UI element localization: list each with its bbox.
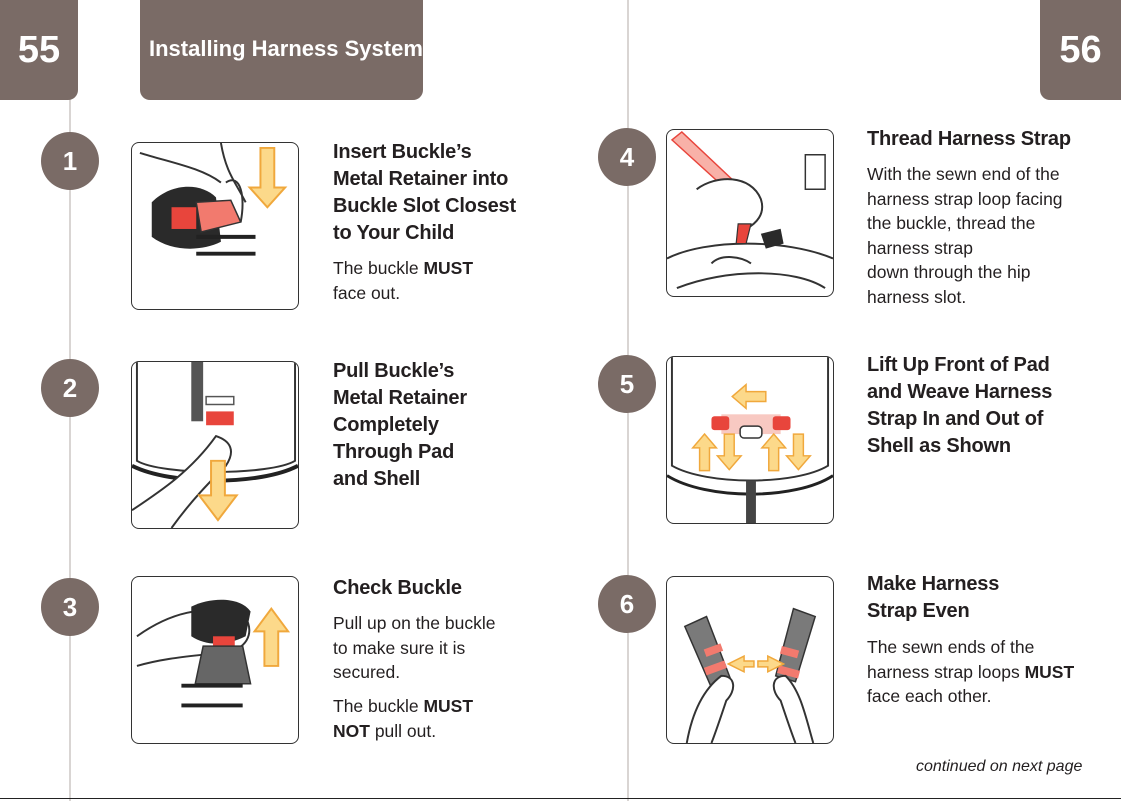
step-2-illustration — [131, 361, 299, 529]
page-number-left: 55 — [0, 0, 78, 100]
step-3-illustration — [131, 576, 299, 744]
step-5-number: 5 — [598, 355, 656, 413]
step-3-heading: Check Buckle — [333, 577, 462, 599]
step-1-heading: Insert Buckle’s Metal Retainer into Buck… — [333, 141, 516, 244]
step-6-illustration — [666, 576, 834, 744]
step-3-body-2: The buckle MUST NOT pull out. — [333, 694, 473, 743]
step-4-heading: Thread Harness Strap — [867, 128, 1071, 150]
step-1-number: 1 — [41, 132, 99, 190]
step-6-body: The sewn ends of the harness strap loops… — [867, 635, 1074, 709]
page-number-right: 56 — [1040, 0, 1121, 100]
bottom-rule — [0, 798, 1121, 799]
step-1-bold: MUST — [423, 258, 474, 278]
step-4-number: 4 — [598, 128, 656, 186]
step-4-illustration — [666, 129, 834, 297]
step-3-number: 3 — [41, 578, 99, 636]
step-1-text: The buckle — [333, 258, 424, 278]
step-3-body-1: Pull up on the buckle to make sure it is… — [333, 613, 496, 682]
step-2-number: 2 — [41, 359, 99, 417]
step-1-illustration — [131, 142, 299, 310]
step-6-text: The sewn ends of the harness strap loops — [867, 637, 1035, 682]
section-title-text: Installing Harness System — [149, 36, 423, 61]
step-3-text: The buckle — [333, 696, 424, 716]
step-6-number: 6 — [598, 575, 656, 633]
step-3-bold: MUST NOT — [333, 696, 474, 741]
step-3-text-end: pull out. — [369, 720, 437, 741]
step-5-heading: Lift Up Front of Pad and Weave Harness S… — [867, 354, 1053, 457]
step-6-text-end: face each other. — [867, 686, 992, 706]
step-6-heading: Make Harness Strap Even — [867, 573, 1000, 622]
continued-note: continued on next page — [916, 758, 1083, 775]
step-4-body: With the sewn end of the harness strap l… — [867, 164, 1063, 307]
step-2-heading: Pull Buckle’s Metal Retainer Completely … — [333, 360, 467, 490]
step-1-body: The buckle MUST face out. — [333, 256, 473, 305]
step-6-bold: MUST — [1024, 661, 1075, 682]
step-5-illustration — [666, 356, 834, 524]
section-title: Installing Harness System — [140, 0, 423, 100]
step-1-text-end: face out. — [333, 282, 401, 303]
